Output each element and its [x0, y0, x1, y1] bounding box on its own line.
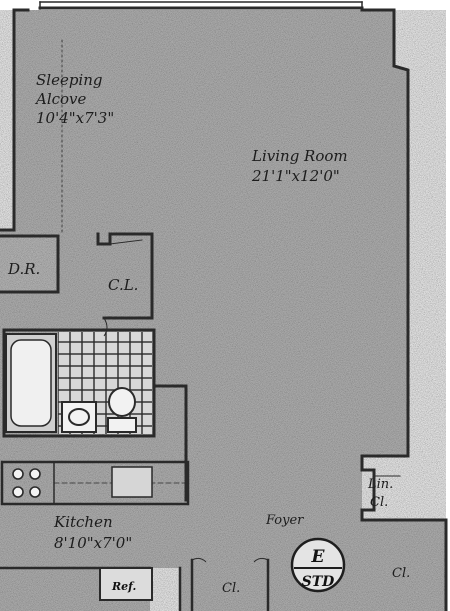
- toilet-tank: [107, 417, 137, 433]
- closet-bottom-right-label: Cl.: [392, 566, 410, 581]
- linen-closet: [360, 454, 448, 611]
- bottom-closet-swing: [191, 557, 207, 563]
- burner: [12, 486, 24, 498]
- closet-bottom-left-label: Cl.: [222, 581, 240, 596]
- closet-cl-walls: [96, 232, 154, 320]
- dining-walls: [0, 234, 60, 294]
- sleeping-alcove-name-1: Sleeping: [36, 71, 103, 89]
- sleeping-alcove-dims: 10'4"x7'3": [36, 109, 114, 127]
- linen-closet-label-1: Lin.: [367, 477, 393, 492]
- living-room-dims: 21'1"x12'0": [251, 167, 340, 185]
- burner: [12, 468, 24, 480]
- refrigerator: [99, 567, 153, 601]
- kitchen-name: Kitchen: [53, 513, 113, 531]
- room-labels: Sleeping Alcove 10'4"x7'3" Living Room 2…: [7, 71, 410, 596]
- bathtub: [5, 333, 57, 433]
- left-top-wall: [0, 8, 30, 232]
- foyer-label: Foyer: [265, 513, 304, 528]
- closet-door-swing: [109, 239, 143, 245]
- kitchen-sink: [111, 466, 153, 498]
- bath-right-wall: [152, 328, 188, 502]
- living-room-name: Living Room: [251, 147, 348, 165]
- burner: [29, 468, 41, 480]
- refrigerator-label: Ref.: [111, 580, 136, 593]
- door-swings: [103, 317, 269, 563]
- entry-marker: E STD: [290, 537, 346, 593]
- entry-marker-e: E: [311, 547, 326, 567]
- stove: [12, 468, 41, 498]
- dining-floor: [0, 236, 58, 292]
- toilet-bowl: [108, 387, 136, 417]
- dining-label: D.R.: [7, 260, 40, 278]
- burner: [29, 486, 41, 498]
- sleeping-alcove-name-2: Alcove: [34, 90, 87, 108]
- entry-marker-std: STD: [302, 574, 336, 590]
- right-top-wall: [360, 8, 410, 458]
- foyer-closet-swing: [253, 557, 269, 563]
- bathtub-inner: [10, 339, 52, 427]
- closet-cl-label: C.L.: [108, 276, 138, 294]
- bath-fixtures: [61, 387, 137, 433]
- kitchen-dims: 8'10"x7'0": [54, 534, 132, 552]
- bath-door-swing: [103, 317, 108, 337]
- entry-marker-circle: [290, 537, 346, 593]
- sink-bowl: [68, 408, 90, 426]
- kitchen-counter: [0, 460, 190, 506]
- linen-closet-label-2: Cl.: [370, 495, 388, 510]
